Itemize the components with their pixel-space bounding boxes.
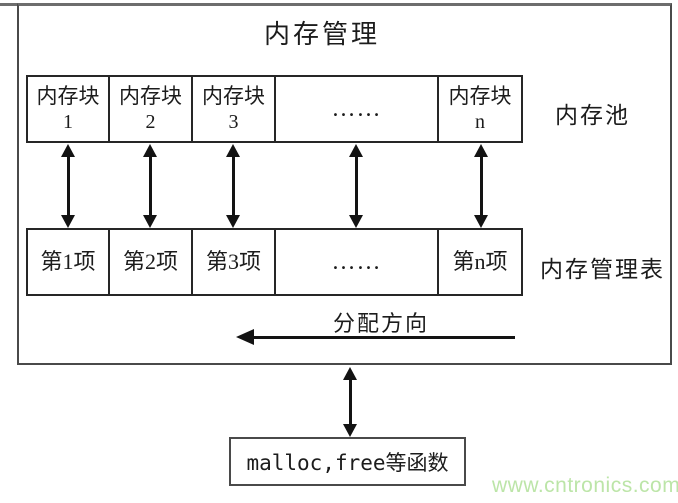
table-item-n: 第n项	[439, 230, 521, 294]
arrow-shaft	[354, 155, 358, 217]
function-box-label: malloc,free等函数	[246, 450, 449, 475]
memory-pool-row: 内存块 1 内存块 2 内存块 3 …… 内存块 n	[26, 75, 523, 143]
memory-block-1: 内存块 1	[28, 77, 111, 141]
management-table-label: 内存管理表	[540, 257, 665, 282]
arrow-shaft	[66, 155, 70, 217]
cell-label: 内存块	[36, 84, 100, 109]
ellipsis: ……	[331, 249, 382, 275]
cell-label: 内存块	[119, 84, 183, 109]
memory-block-2: 内存块 2	[110, 77, 194, 141]
double-arrow-5	[473, 144, 489, 228]
watermark-text: www.cntronics.com	[492, 474, 678, 497]
memory-block-3: 内存块 3	[193, 77, 277, 141]
cell-label: 第2项	[123, 249, 179, 275]
allocation-direction-label: 分配方向	[333, 311, 430, 336]
cell-index: 2	[145, 110, 156, 133]
cell-index: 3	[228, 110, 239, 133]
arrow-shaft	[348, 378, 352, 426]
memory-block-ellipsis: ……	[276, 77, 440, 141]
cell-label: 第n项	[452, 249, 508, 275]
double-arrow-2	[142, 144, 158, 228]
memory-block-n: 内存块 n	[439, 77, 521, 141]
arrow-shaft	[148, 155, 152, 217]
function-box: malloc,free等函数	[229, 437, 466, 486]
double-arrow-1	[60, 144, 76, 228]
cell-label: 内存块	[448, 84, 512, 109]
table-item-ellipsis: ……	[276, 230, 440, 294]
diagram-title: 内存管理	[263, 20, 380, 49]
ellipsis: ……	[331, 96, 382, 122]
double-arrow-4	[348, 144, 364, 228]
cell-label: 第3项	[206, 249, 262, 275]
memory-pool-label: 内存池	[555, 103, 630, 128]
table-item-3: 第3项	[193, 230, 277, 294]
double-arrow-functions	[342, 367, 358, 437]
table-item-2: 第2项	[110, 230, 194, 294]
cell-label: 第1项	[40, 249, 96, 275]
cell-label: 内存块	[202, 84, 266, 109]
allocation-direction-arrow	[236, 329, 515, 345]
table-item-1: 第1项	[28, 230, 111, 294]
diagram-frame	[17, 3, 672, 365]
arrow-shaft	[479, 155, 483, 217]
cell-index: 1	[63, 110, 73, 133]
arrow-shaft	[231, 155, 235, 217]
double-arrow-3	[225, 144, 241, 228]
management-table-row: 第1项 第2项 第3项 …… 第n项	[26, 228, 523, 296]
arrow-shaft	[252, 335, 515, 339]
cell-index: n	[475, 110, 486, 133]
